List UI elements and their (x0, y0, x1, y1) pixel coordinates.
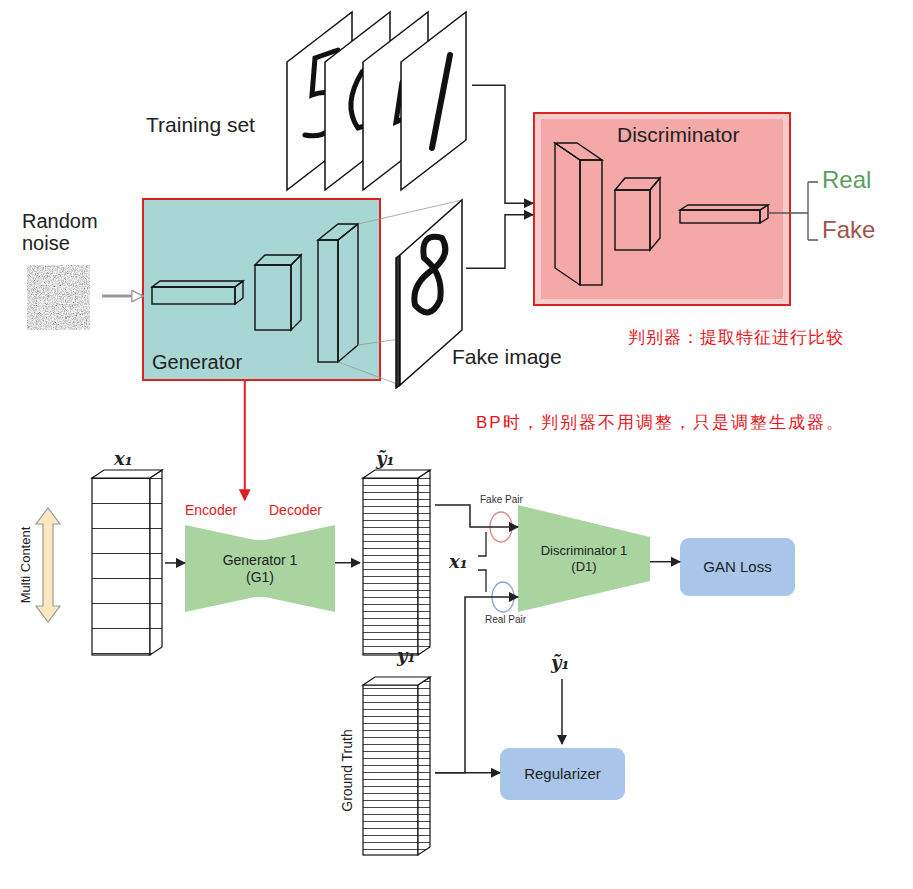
label-holder: Fake (822, 215, 875, 244)
node-text: Decoder (269, 502, 322, 519)
data-stacks (92, 470, 430, 855)
fake-image-sheet (396, 200, 462, 388)
connector-arrow (472, 85, 533, 203)
perspective-lines (338, 200, 462, 385)
connector-arrow (165, 562, 185, 564)
connector-arrow (435, 772, 500, 774)
x-bracket-lines (478, 532, 486, 592)
noise-input: Random noise (22, 210, 102, 333)
edge-label: Real Pair (485, 614, 526, 626)
input-stack: x₁ (88, 448, 165, 657)
pair-markers (490, 512, 514, 612)
connector-arrow (466, 215, 533, 268)
label-holder: Real (822, 165, 871, 194)
label-holder: BP时，判别器不用调整，只是调整生成器。 (476, 413, 845, 433)
connector-arrow (650, 561, 680, 563)
leader-arrow (562, 679, 563, 744)
connector-arrow (102, 295, 142, 298)
discriminator-trapezoid: Discriminator 1 (D1) (518, 505, 650, 612)
annotation-note: BP时，判别器不用调整，只是调整生成器。 (476, 413, 845, 433)
node-text: GAN Loss (703, 558, 771, 576)
noise-image (27, 265, 90, 330)
node-text: y₁ (397, 645, 415, 667)
annotation-note: 判别器：提取特征进行比较 (628, 328, 844, 348)
connector-arrow (335, 562, 360, 564)
regularizer-box: Regularizer (500, 748, 625, 800)
node-text: Generator (152, 350, 242, 374)
ground-truth-stack: y₁ Ground Truth (335, 645, 435, 858)
node-text: Generator 1 (G1) (215, 552, 305, 586)
node-text: x₁ (114, 448, 133, 470)
label-holder: Multi Content (0, 557, 81, 573)
generator-box: Generator (142, 198, 381, 381)
label-holder: 判别器：提取特征进行比较 (628, 328, 844, 348)
node-text: Ground Truth (339, 715, 356, 825)
generator-blocks (152, 224, 358, 362)
node-text: Discriminator (617, 122, 740, 147)
edge-label-holder: Fake Pair (480, 494, 523, 506)
connector-arrow (435, 505, 518, 527)
axis-label: Multi Content (18, 510, 34, 620)
multi-content-arrow (36, 508, 60, 622)
fake-image: Fake image (398, 198, 466, 388)
training-sheets (287, 12, 466, 190)
loss-box: GAN Loss (680, 538, 795, 596)
output-label: Real (822, 165, 871, 194)
edge-label: Fake Pair (480, 494, 523, 506)
shape-fill (185, 525, 335, 612)
real-fake-bracket (768, 182, 818, 240)
node-text: Regularizer (524, 765, 601, 783)
connector-arrow (244, 381, 246, 500)
discriminator-inner (541, 119, 783, 299)
variable-label: ỹ₁ (551, 652, 569, 674)
label-holder: ỹ₁ (551, 652, 569, 674)
node-text: Training set (146, 112, 255, 137)
label-holder: x₁ (449, 551, 468, 573)
edge-label-holder: Real Pair (485, 614, 526, 626)
node-text: ỹ₁ (376, 448, 394, 470)
output-stack: ỹ₁ (360, 448, 435, 657)
discriminator-box: Discriminator (533, 112, 791, 306)
shape-fill (518, 505, 650, 612)
node-text: Random noise (22, 210, 102, 254)
training-set: Training set (140, 8, 472, 192)
generator-hourglass: Encoder DecoderGenerator 1 (G1) (185, 500, 335, 612)
variable-label: x₁ (449, 551, 468, 573)
node-text: Fake image (450, 344, 564, 369)
node-text: Encoder (185, 502, 237, 519)
node-text: Discriminator 1 (D1) (534, 543, 634, 575)
output-label: Fake (822, 215, 875, 244)
